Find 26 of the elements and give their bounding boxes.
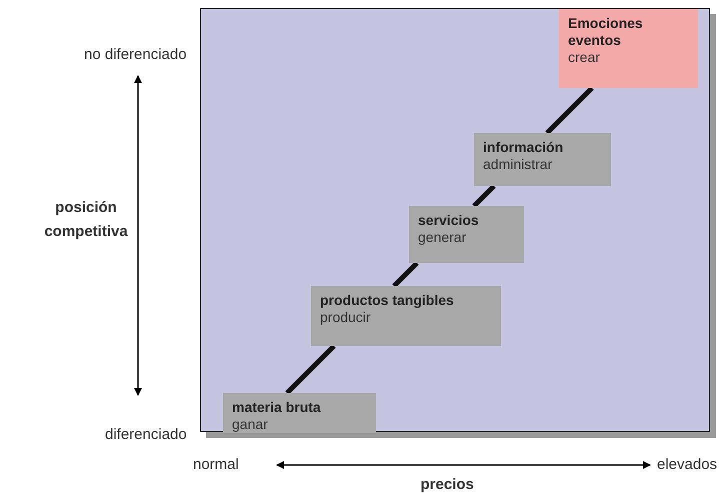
stage-box xyxy=(409,206,524,263)
stage-action: producir xyxy=(320,309,372,326)
stage-action: administrar xyxy=(483,156,554,173)
stage-box xyxy=(223,393,376,433)
connector-line xyxy=(545,86,594,135)
axis-label: normal xyxy=(193,456,239,473)
stage-box xyxy=(311,286,501,346)
stage-action: ganar xyxy=(232,416,269,433)
stage-title: materia bruta xyxy=(232,399,322,416)
stage-action: generar xyxy=(418,229,468,246)
stage-title: servicios xyxy=(418,212,480,229)
axis-title: posición competitiva xyxy=(43,198,129,242)
axis-label: no diferenciado xyxy=(84,46,187,63)
stage-box xyxy=(474,133,611,186)
stage-action: crear xyxy=(568,49,601,66)
connector-line xyxy=(472,184,496,208)
connector-line xyxy=(392,261,419,288)
connector-line xyxy=(285,344,336,395)
stage-title: información xyxy=(483,139,564,156)
axis-title: precios xyxy=(420,476,474,493)
chart-panel xyxy=(200,8,710,432)
axis-label: diferenciado xyxy=(105,426,187,443)
stage-title: Emociones eventos xyxy=(568,15,644,49)
stage-title: productos tangibles xyxy=(320,292,455,309)
stage-box xyxy=(559,9,698,88)
axis-label: elevados xyxy=(657,456,718,473)
